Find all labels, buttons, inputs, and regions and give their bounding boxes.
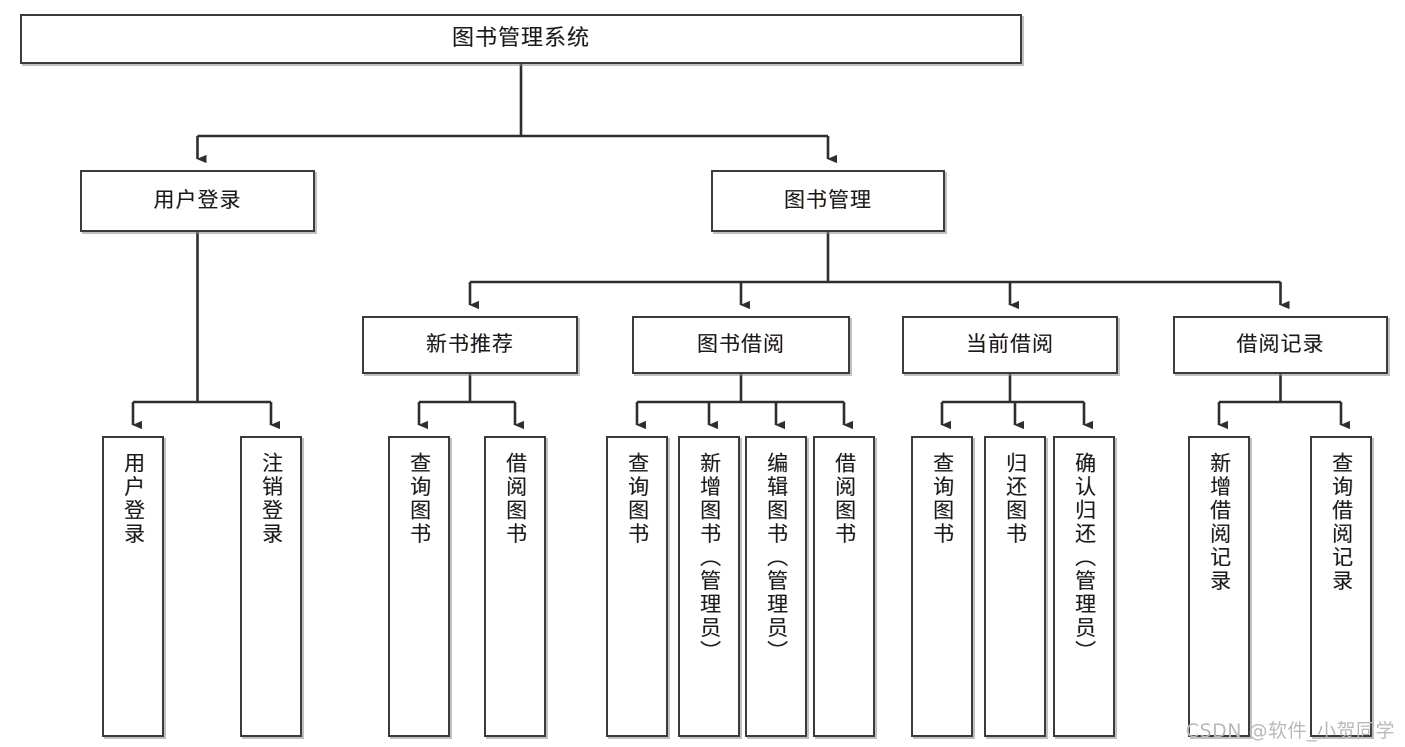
- node-leaf-add-book[interactable]: 新增图书（管理员）: [678, 436, 740, 737]
- node-label-root: 图书管理系统: [451, 25, 590, 51]
- node-leaf-query-record[interactable]: 查询借阅记录: [1310, 436, 1372, 737]
- node-label-borrow-record: 借阅记录: [1236, 332, 1325, 357]
- node-root[interactable]: 图书管理系统: [20, 14, 1022, 64]
- node-label-leaf-add-book: 新增图书（管理员）: [697, 452, 722, 664]
- node-leaf-user-logout[interactable]: 注销登录: [240, 436, 302, 737]
- node-label-user-login: 用户登录: [153, 188, 242, 213]
- node-label-leaf-query-book-1: 查询图书: [407, 452, 432, 546]
- node-leaf-user-login[interactable]: 用户登录: [102, 436, 164, 737]
- node-label-leaf-query-book-2: 查询图书: [625, 452, 650, 546]
- node-label-current-borrow: 当前借阅: [966, 332, 1054, 357]
- node-user-login[interactable]: 用户登录: [80, 170, 315, 232]
- node-new-book-rec[interactable]: 新书推荐: [362, 316, 578, 374]
- node-leaf-confirm-return[interactable]: 确认归还（管理员）: [1053, 436, 1115, 737]
- node-label-leaf-query-record: 查询借阅记录: [1329, 452, 1354, 593]
- node-label-leaf-user-login: 用户登录: [121, 452, 146, 546]
- node-label-leaf-borrow-book-2: 借阅图书: [832, 452, 857, 546]
- node-leaf-borrow-book-1[interactable]: 借阅图书: [484, 436, 546, 737]
- node-leaf-query-book-1[interactable]: 查询图书: [388, 436, 450, 737]
- node-current-borrow[interactable]: 当前借阅: [902, 316, 1118, 374]
- node-label-leaf-add-record: 新增借阅记录: [1207, 452, 1232, 593]
- node-label-new-book-rec: 新书推荐: [426, 332, 514, 357]
- node-label-book-borrow: 图书借阅: [697, 332, 785, 357]
- node-label-leaf-query-book-3: 查询图书: [930, 452, 955, 546]
- node-leaf-edit-book[interactable]: 编辑图书（管理员）: [745, 436, 807, 737]
- node-leaf-query-book-2[interactable]: 查询图书: [606, 436, 668, 737]
- node-label-leaf-borrow-book-1: 借阅图书: [503, 452, 528, 546]
- node-book-borrow[interactable]: 图书借阅: [632, 316, 850, 374]
- node-leaf-add-record[interactable]: 新增借阅记录: [1188, 436, 1250, 737]
- node-label-leaf-confirm-return: 确认归还（管理员）: [1072, 452, 1097, 664]
- node-label-leaf-user-logout: 注销登录: [259, 452, 284, 546]
- node-borrow-record[interactable]: 借阅记录: [1173, 316, 1388, 374]
- node-book-manage[interactable]: 图书管理: [711, 170, 945, 232]
- node-leaf-return-book[interactable]: 归还图书: [984, 436, 1046, 737]
- node-label-leaf-return-book: 归还图书: [1003, 452, 1028, 546]
- node-leaf-query-book-3[interactable]: 查询图书: [911, 436, 973, 737]
- node-leaf-borrow-book-2[interactable]: 借阅图书: [813, 436, 875, 737]
- node-label-leaf-edit-book: 编辑图书（管理员）: [764, 452, 789, 664]
- node-label-book-manage: 图书管理: [784, 188, 872, 213]
